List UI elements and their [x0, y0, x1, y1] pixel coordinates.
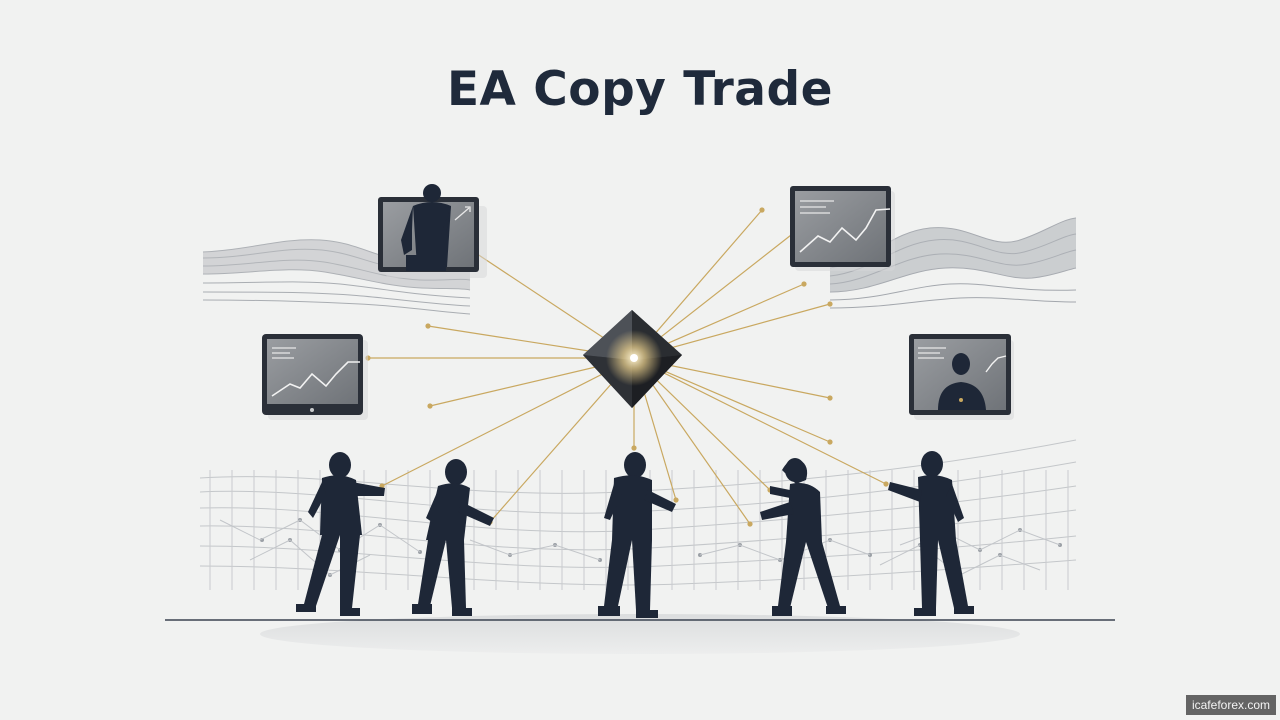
connection-node	[747, 521, 753, 527]
connection-node	[631, 445, 637, 451]
page-title: EA Copy Trade	[446, 62, 834, 117]
floor-shadow	[260, 614, 1020, 654]
line-chart-icon	[454, 206, 471, 221]
person-silhouette-icon	[760, 458, 846, 616]
connection-node	[427, 403, 433, 409]
connection-line	[633, 357, 831, 443]
monitor-icon	[790, 186, 895, 271]
person-silhouette-icon	[296, 452, 385, 616]
wave-right-fill	[830, 218, 1076, 292]
diamond-hub-icon	[583, 310, 682, 408]
connection-node	[827, 395, 833, 401]
people-group	[296, 451, 974, 618]
line-chart-icon	[799, 208, 891, 253]
connection-line	[633, 357, 887, 485]
connection-node	[425, 323, 431, 329]
connection-line	[489, 357, 635, 523]
connection-node	[883, 481, 889, 487]
connection-node	[759, 207, 765, 213]
connection-node	[827, 439, 833, 445]
connection-line	[381, 357, 635, 487]
line-chart-icon	[271, 361, 360, 397]
watermark: icafeforex.com	[1185, 695, 1276, 715]
connection-node	[801, 281, 807, 287]
person-silhouette-icon	[598, 452, 676, 618]
connection-node	[673, 497, 679, 503]
person-silhouette-icon	[888, 451, 974, 616]
monitor-icon	[378, 184, 487, 278]
connection-line	[633, 227, 801, 359]
monitor-icon	[262, 334, 368, 420]
connection-node	[827, 301, 833, 307]
person-silhouette-icon	[938, 353, 986, 410]
line-chart-icon	[985, 355, 1007, 373]
person-silhouette-icon	[401, 184, 451, 271]
person-silhouette-icon	[412, 459, 494, 616]
grid-verticals	[209, 470, 1069, 590]
connection-line	[633, 357, 751, 525]
monitor-icon	[909, 334, 1014, 420]
